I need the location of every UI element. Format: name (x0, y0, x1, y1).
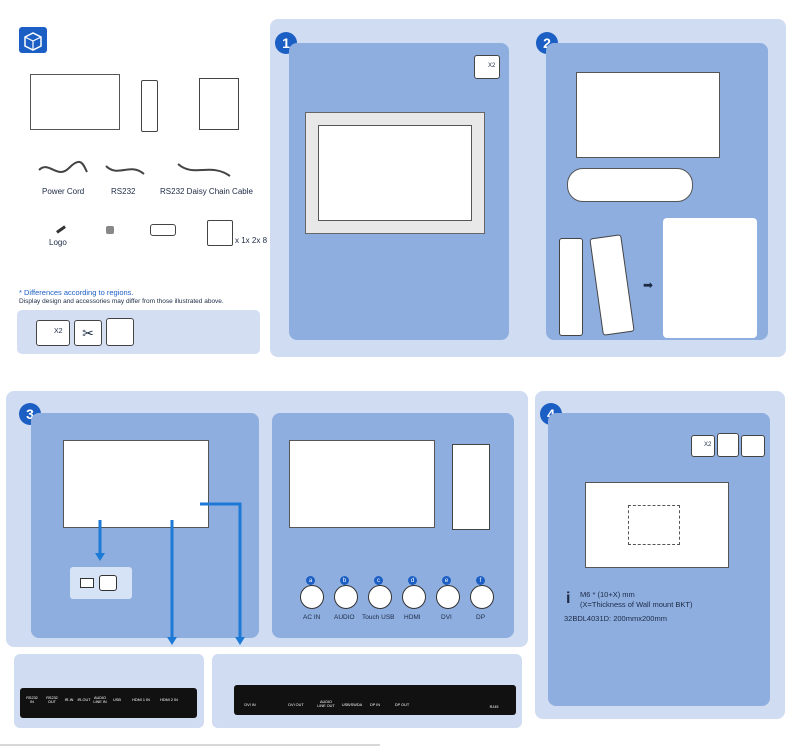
connection-label: AUDIO (334, 614, 355, 621)
bottom-rule (0, 744, 380, 746)
drill-icon (741, 435, 765, 457)
two-person-icon: X2 (474, 55, 500, 79)
display-back-illustration (576, 72, 720, 158)
disclaimer-text: Display design and accessories may diffe… (19, 298, 224, 305)
display-in-box (305, 112, 485, 234)
port-label: AUDIO LINE IN (93, 696, 107, 704)
scissors-icon: ✂ (74, 320, 102, 346)
port-label: HDMI 2 IN (160, 698, 178, 702)
port-label: USB (113, 698, 121, 702)
port-label: USB/SWDA (341, 703, 363, 707)
control-panel-zoom (567, 168, 693, 202)
manual-illustration (199, 78, 239, 130)
arrow-right-icon: ➡ (643, 278, 654, 292)
port-label: RS232 OUT (46, 696, 58, 704)
two-person-icon: X2 (691, 435, 715, 457)
connection-letter: b (340, 576, 349, 585)
ports-left-strip (20, 688, 197, 718)
regions-note: * Differences according to regions. (19, 288, 134, 297)
port-label: RS232 IN (26, 696, 38, 704)
connection-letter: a (306, 576, 315, 585)
dp-icon (470, 585, 494, 609)
x2-label: X2 (488, 63, 496, 69)
ports-right-strip (234, 685, 516, 715)
port-label: HDMI 1 IN (132, 698, 150, 702)
power-cord-label: Power Cord (42, 187, 85, 196)
power-socket-icon (99, 575, 117, 591)
display-back-illustration (289, 440, 435, 528)
screw-spec: M6 * (10+X) mm (580, 590, 635, 599)
remote-illustration (559, 238, 583, 336)
clamp-icon (150, 224, 176, 236)
remote-illustration (141, 80, 158, 132)
info-icon: i (566, 590, 571, 607)
connection-label: DVI (441, 614, 452, 621)
port-label: IR-OUT (77, 698, 91, 702)
rs232-label: RS232 (111, 187, 136, 196)
screwdriver-icon (717, 433, 739, 457)
x2-label: X2 (54, 328, 63, 335)
connection-label: DP (476, 614, 486, 621)
connection-letter: c (374, 576, 383, 585)
thickness-note: (X=Thickness of Wall mount BKT) (580, 600, 693, 609)
port-label: DP IN (369, 703, 381, 707)
port-label: IR-IN (64, 698, 74, 702)
connections-row: a AC IN b AUDIO c Touch USB d HDMI e DVI… (296, 576, 496, 626)
mount-bracket-icon (207, 220, 233, 246)
audio-icon (334, 585, 358, 609)
connection-letter: e (442, 576, 451, 585)
hdmi-icon (402, 585, 426, 609)
connection-label: AC IN (303, 614, 321, 621)
pc-illustration (452, 444, 490, 530)
screw-icon (106, 226, 114, 234)
display-back-illustration (585, 482, 729, 568)
port-label: DP OUT (394, 703, 410, 707)
vesa-pattern (628, 505, 680, 545)
port-label: DVI OUT (288, 703, 304, 707)
connection-letter: d (408, 576, 417, 585)
connection-label: Touch USB (362, 614, 395, 621)
dvi-icon (436, 585, 460, 609)
two-person-icon: X2 (36, 320, 70, 346)
rs232-daisy-label: RS232 Daisy Chain Cable (160, 187, 253, 196)
model-mount-size: 32BDL4031D: 200mmx200mm (564, 614, 667, 623)
rs232-cable-icon (105, 165, 145, 175)
box-icon (19, 27, 47, 53)
quantity-label: x 1x 2x 8 (235, 236, 268, 245)
logo-label: Logo (49, 238, 67, 247)
x2-label: X2 (704, 442, 712, 448)
port-label: RJ45 (489, 705, 499, 709)
port-label: AUDIO LINE OUT (317, 700, 335, 708)
port-label: DVI IN (244, 703, 256, 707)
screwdriver-icon (106, 318, 134, 346)
ac-in-icon (300, 585, 324, 609)
battery-steps-box (663, 218, 757, 338)
rs232-daisy-cable-icon (177, 163, 231, 177)
switch-icon (80, 578, 94, 588)
power-cord-icon (38, 160, 88, 173)
touch-usb-icon (368, 585, 392, 609)
display-illustration (30, 74, 120, 130)
connection-letter: f (476, 576, 485, 585)
connection-label: HDMI (404, 614, 421, 621)
display-back-illustration (63, 440, 209, 528)
